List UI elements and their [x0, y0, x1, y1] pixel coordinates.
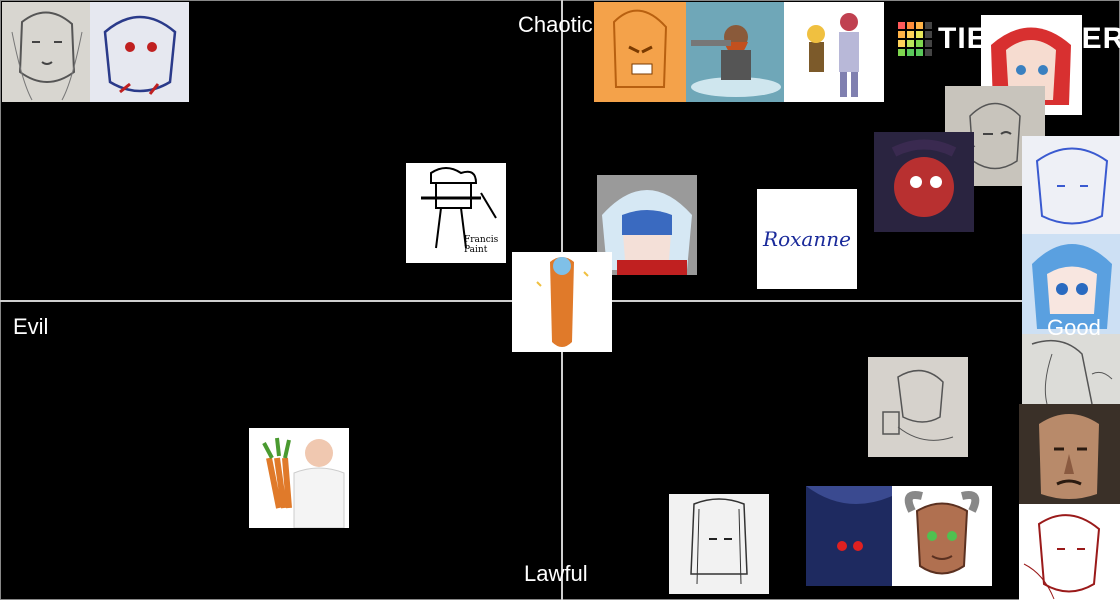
- roxanne-caption: Roxanne: [763, 227, 851, 251]
- tile-roxanne-text[interactable]: Roxanne: [757, 189, 857, 289]
- logo-grid-cell: [898, 49, 905, 56]
- logo-grid-cell: [916, 40, 923, 47]
- logo-grid-cell: [925, 22, 932, 29]
- logo-grid-cell: [898, 22, 905, 29]
- tile-puppet-and-robot-figures[interactable]: [784, 2, 884, 102]
- tile-horned-satyr-face[interactable]: [892, 486, 992, 586]
- logo-grid-cell: [916, 22, 923, 29]
- tile-blue-hooded-girl[interactable]: [597, 175, 697, 275]
- logo-grid-cell: [907, 31, 914, 38]
- axis-label-lawful: Lawful: [524, 561, 588, 586]
- tile-chef-doodle[interactable]: Francis Paint: [406, 163, 506, 263]
- logo-grid-cell: [925, 40, 932, 47]
- tile-long-hair-sketch[interactable]: [1022, 334, 1120, 404]
- tile-blue-ink-girl[interactable]: [90, 2, 189, 102]
- tile-angry-orange-sketch[interactable]: [594, 2, 686, 102]
- logo-grid-cell: [907, 22, 914, 29]
- logo-grid-cell: [916, 31, 923, 38]
- tile-boy-holding-cup-sketch[interactable]: [868, 357, 968, 457]
- tile-dark-red-creature[interactable]: [874, 132, 974, 232]
- tile-girl-pencil-sketch[interactable]: [669, 494, 769, 594]
- logo-grid-cell: [907, 40, 914, 47]
- logo-grid-cell: [907, 49, 914, 56]
- tile-old-man-scrooge[interactable]: [1019, 404, 1120, 504]
- logo-grid-cell: [925, 31, 932, 38]
- tile-pencil-girl-sketch[interactable]: [2, 2, 92, 102]
- axis-label-evil: Evil: [13, 314, 49, 339]
- tile-blue-haired-girl[interactable]: [1022, 234, 1120, 334]
- logo-grid-cell: [925, 49, 932, 56]
- tile-redline-character-sketch[interactable]: [1019, 504, 1120, 600]
- tiermaker-grid-icon: [898, 22, 932, 56]
- tile-blue-sketch-girl[interactable]: [1022, 136, 1120, 234]
- tile-carrot-character[interactable]: [512, 252, 612, 352]
- logo-grid-cell: [898, 40, 905, 47]
- logo-grid-cell: [898, 31, 905, 38]
- tile-blurry-red-eyes-figure[interactable]: [806, 486, 892, 586]
- axis-label-chaotic: Chaotic: [518, 12, 593, 37]
- logo-grid-cell: [916, 49, 923, 56]
- axis-label-good: Good: [1047, 315, 1101, 340]
- chef-doodle-signature: Francis Paint: [464, 235, 499, 255]
- tile-doctor-with-carrots[interactable]: [249, 428, 349, 528]
- tile-dwarf-figurine[interactable]: [686, 2, 784, 102]
